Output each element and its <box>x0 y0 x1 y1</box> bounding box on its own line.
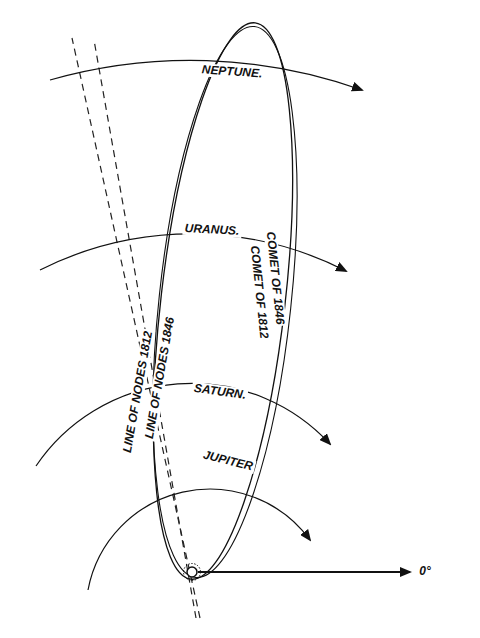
planet-label: SATURN. <box>191 382 249 403</box>
node-line <box>94 40 196 618</box>
zero-arrow <box>198 571 410 573</box>
jupiter-orbit <box>88 489 310 590</box>
sun-symbol <box>184 564 201 581</box>
comet-orbit <box>129 16 317 587</box>
comet-orbit <box>130 20 320 585</box>
node-line <box>72 38 200 618</box>
saturn-orbit <box>36 383 330 466</box>
direction-label: 0° <box>417 565 432 578</box>
planet-label: URANUS. <box>182 222 241 238</box>
planet-label: JUPITER <box>200 448 256 474</box>
uranus-orbit <box>40 234 346 271</box>
